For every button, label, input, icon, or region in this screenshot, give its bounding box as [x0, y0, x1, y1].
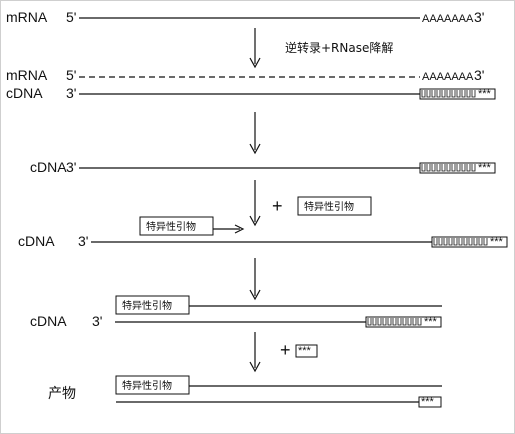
polyt-tooth — [417, 318, 422, 326]
primer-box-left: 特异性引物 — [139, 216, 214, 236]
tail-mark-row2: *** — [478, 88, 492, 100]
plus-sign-step3: + — [272, 196, 283, 216]
label-3prime-row5: 3' — [92, 313, 102, 329]
polyt-tooth — [421, 90, 426, 98]
primer-pointer-arrow-head — [234, 224, 245, 234]
arrow-step5-head — [249, 361, 261, 373]
polyt-tooth — [367, 318, 372, 326]
polyt-tooth — [377, 318, 382, 326]
polyt-tooth — [456, 90, 461, 98]
polyt-tooth — [402, 318, 407, 326]
arrow-step1-head — [249, 57, 261, 69]
polyt-tooth — [382, 318, 387, 326]
polyt-tooth — [441, 164, 446, 172]
polyt-tooth — [387, 318, 392, 326]
label-cdna-row4: cDNA — [18, 233, 55, 249]
polyt-tooth — [466, 90, 471, 98]
label-cdna-row5: cDNA — [30, 313, 67, 329]
polyt-tooth — [468, 238, 473, 246]
label-cdna-row3: cDNA — [30, 159, 67, 175]
polyt-tooth — [466, 164, 471, 172]
polyt-tooth — [436, 164, 441, 172]
polyt-tooth — [397, 318, 402, 326]
polyt-tooth — [471, 90, 476, 98]
primer-label-left: 特异性引物 — [146, 220, 196, 233]
polyt-tooth — [426, 90, 431, 98]
polyt-tooth — [446, 164, 451, 172]
polya-tail-row1: AAAAAAA — [422, 13, 474, 25]
polyt-tooth — [433, 238, 438, 246]
polyt-box-row5: *** — [365, 316, 442, 328]
plus-sign-step5: + — [280, 340, 291, 360]
polyt-tooth — [438, 238, 443, 246]
polyt-tooth — [448, 238, 453, 246]
tail-box-step5: *** — [295, 344, 318, 358]
polyt-tooth — [372, 318, 377, 326]
primer-label-row6: 特异性引物 — [122, 379, 172, 392]
polyt-tooth — [436, 90, 441, 98]
step-reverse-transcription: 逆转录+RNase降解 — [285, 40, 393, 55]
polyt-tooth — [461, 164, 466, 172]
label-3prime-row4: 3' — [78, 233, 88, 249]
polyt-tooth — [451, 90, 456, 98]
polyt-tooth — [392, 318, 397, 326]
polyt-tooth — [473, 238, 478, 246]
primer-label-step3: 特异性引物 — [304, 200, 354, 213]
primer-box-step3: 特异性引物 — [297, 196, 372, 216]
polyt-tooth — [456, 164, 461, 172]
polyt-tooth — [426, 164, 431, 172]
primer-box-row5: 特异性引物 — [115, 295, 190, 315]
arrow-step4-head — [249, 289, 261, 301]
primer-box-row6: 特异性引物 — [115, 375, 190, 395]
tail-mark-row4: *** — [490, 236, 504, 248]
label-mrna-row1: mRNA — [6, 9, 48, 25]
polyt-tooth — [412, 318, 417, 326]
polyt-tooth — [407, 318, 412, 326]
polyt-box-row3: *** — [419, 162, 496, 174]
arrow-step3-head — [249, 215, 261, 227]
label-3prime-row1: 3' — [474, 9, 484, 25]
tail-box-row6: *** — [418, 396, 442, 408]
polyt-tooth — [471, 164, 476, 172]
polyt-tooth — [453, 238, 458, 246]
polyt-tooth — [441, 90, 446, 98]
polyt-teeth — [367, 318, 422, 326]
polyt-tooth — [451, 164, 456, 172]
label-3prime-row3: 3' — [66, 159, 76, 175]
polyt-tooth — [461, 90, 466, 98]
polyt-tooth — [446, 90, 451, 98]
polyt-teeth — [421, 164, 476, 172]
polyt-tooth — [431, 164, 436, 172]
polyt-box-row2: *** — [419, 88, 496, 100]
arrow-step2-head — [249, 143, 261, 155]
label-cdna-row2: cDNA — [6, 85, 43, 101]
label-3prime-row2: 3' — [474, 67, 484, 83]
tail-mark-row6: *** — [421, 396, 435, 408]
polyt-tooth — [421, 164, 426, 172]
label-5prime-row2: 5' — [66, 67, 76, 83]
label-product: 产物 — [48, 385, 76, 401]
polyt-tooth — [463, 238, 468, 246]
polyt-tooth — [443, 238, 448, 246]
polyt-tooth — [478, 238, 483, 246]
label-mrna-row2: mRNA — [6, 67, 48, 83]
label-3prime-cdna-row2: 3' — [66, 85, 76, 101]
tail-mark-row5: *** — [424, 316, 438, 328]
polyt-teeth — [433, 238, 488, 246]
polyt-teeth — [421, 90, 476, 98]
polyt-tooth — [431, 90, 436, 98]
tail-mark-row3: *** — [478, 162, 492, 174]
label-5prime-row1: 5' — [66, 9, 76, 25]
polyt-box-row4: *** — [431, 236, 508, 248]
primer-label-row5: 特异性引物 — [122, 299, 172, 312]
polyt-tooth — [458, 238, 463, 246]
polyt-tooth — [483, 238, 488, 246]
tail-mark-step5: *** — [298, 345, 312, 357]
polya-tail-row2: AAAAAAA — [422, 71, 474, 83]
